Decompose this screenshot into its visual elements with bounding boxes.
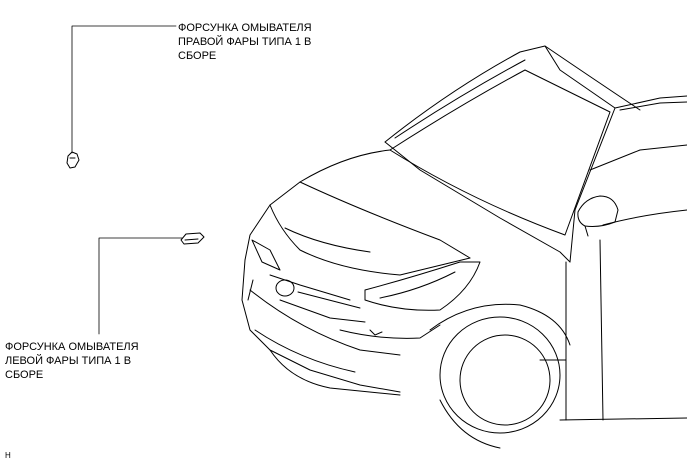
leader-line-right-nozzle: [71, 25, 177, 154]
callout-line: СБОРЕ: [5, 369, 44, 381]
right-washer-nozzle-part: [66, 151, 80, 169]
callout-line: СБОРЕ: [178, 50, 217, 62]
figure-code: H: [5, 451, 11, 460]
leader-line-left-nozzle: [98, 237, 183, 335]
callout-line: ЛЕВОЙ ФАРЫ ТИПА 1 В: [5, 355, 132, 367]
callout-line: ФОРСУНКА ОМЫВАТЕЛЯ: [178, 22, 312, 34]
callout-line: ФОРСУНКА ОМЫВАТЕЛЯ: [5, 341, 139, 353]
callout-line: ПРАВОЙ ФАРЫ ТИПА 1 В: [178, 36, 312, 48]
left-washer-nozzle-part: [180, 232, 205, 245]
callout-right-headlamp-washer-nozzle: ФОРСУНКА ОМЫВАТЕЛЯ ПРАВОЙ ФАРЫ ТИПА 1 В …: [178, 21, 312, 63]
callout-left-headlamp-washer-nozzle: ФОРСУНКА ОМЫВАТЕЛЯ ЛЕВОЙ ФАРЫ ТИПА 1 В С…: [5, 340, 139, 382]
vehicle-front-view: [241, 45, 687, 449]
